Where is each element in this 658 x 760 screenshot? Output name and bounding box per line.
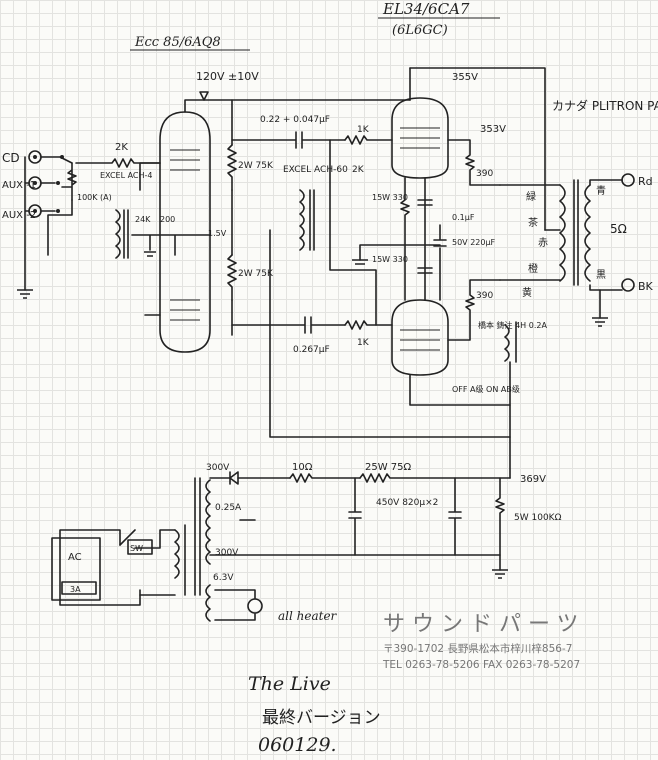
wire-green-label: 緑 <box>526 190 536 203</box>
aux2-label: AUX -2 <box>2 210 36 221</box>
screen-r-upper-label: 390 <box>476 169 493 179</box>
heater-note: all heater <box>278 609 338 623</box>
driver-stage: 120V ±10V 2W 75K 2W 75K EXCEL ACH-4 24K … <box>100 70 411 353</box>
terminal-black-label: BK <box>638 280 654 293</box>
footer-subtitle: 最終バージョン <box>262 708 381 728</box>
b-plus-label: 355V <box>452 72 478 83</box>
company-address: 〒390-1702 長野県松本市梓川梓856-7 <box>383 643 573 655</box>
bleeder-label: 5W 100KΩ <box>514 513 562 523</box>
output-tube-lower <box>391 299 449 376</box>
grid-stop-upper-label: 1K <box>357 125 370 135</box>
coupling-cap-upper-label: 0.22 + 0.047μF <box>260 115 330 125</box>
grid-transformer-label: EXCEL ACH-60 <box>283 165 348 175</box>
bias-resistor-label: 200 <box>160 215 175 224</box>
cd-label: CD <box>2 151 20 165</box>
grid-resistor-label: 24K <box>135 215 151 224</box>
impedance-label: 5Ω <box>610 222 627 236</box>
driver-load-upper: 2W 75K <box>238 161 274 171</box>
footer-date: 060129. <box>258 734 337 756</box>
heater-voltage-label: 6.3V <box>213 573 234 583</box>
ht-current-label: 0.25A <box>215 503 242 513</box>
cathode-voltage-label: 1.5V <box>208 229 227 238</box>
volume-pot-label: 100K (A) <box>77 193 112 202</box>
driver-load-lower: 2W 75K <box>238 269 274 279</box>
cap-a-label: 0.1μF <box>452 213 475 222</box>
bias-switch-label: OFF A级 ON AB级 <box>452 384 520 394</box>
screen-r-lower-label: 390 <box>476 291 493 301</box>
speaker-terminal-red <box>621 173 635 187</box>
filter-caps-label: 450V 820μ×2 <box>376 498 438 508</box>
company-phone: TEL 0263-78-5206 FAX 0263-78-5207 <box>383 659 581 671</box>
output-tube-label: EL34/6CA7 <box>382 0 470 18</box>
coupling-section: 0.22 + 0.047μF 1K 0.267μF 1K EXCEL ACH-6… <box>231 115 393 355</box>
v-out-label: 369V <box>520 474 546 485</box>
input-tube-label: Ecc 85/6AQ8 <box>134 35 221 50</box>
output-tube-upper <box>391 97 449 179</box>
series-2k-label: 2K <box>115 142 128 153</box>
switch-label: SW <box>130 544 143 553</box>
output-transformer: カナダ PLITRON PAT 4002 緑 茶 赤 橙 黄 青 黒 5Ω Rd… <box>499 98 658 327</box>
company-stamp: サウンドパーツ 〒390-1702 長野県松本市梓川梓856-7 TEL 026… <box>383 606 633 671</box>
ht-voltage-label: 300V <box>206 463 230 473</box>
phase-transformer-label: EXCEL ACH-4 <box>100 171 153 180</box>
wire-blue-label: 青 <box>596 184 606 197</box>
terminal-red-label: Rd <box>638 175 653 188</box>
output-tr-label: カナダ PLITRON PAT 4002 <box>552 98 658 113</box>
choke-label: 橋本 鋳注 4H 0.2A <box>478 320 547 330</box>
cathode-r-lower-label: 15W 330 <box>372 255 408 264</box>
wire-yellow-label: 黄 <box>522 286 532 299</box>
r1-label: 10Ω <box>292 462 313 473</box>
grid-leak-upper-label: 2K <box>352 165 365 175</box>
aux1-label: AUX -1 <box>2 180 36 191</box>
ht-voltage2-label: 300V <box>215 548 239 558</box>
coupling-cap-lower-label: 0.267μF <box>293 345 330 355</box>
power-supply: 300V 0.25A 300V 10Ω 25W 75Ω 369V 450V 82… <box>51 229 562 623</box>
r2-label: 25W 75Ω <box>365 462 412 473</box>
fuse <box>61 581 97 595</box>
output-tube-alt-label: (6L6GC) <box>392 23 448 38</box>
wire-red-label: 赤 <box>538 237 548 249</box>
speaker-terminal-black <box>621 278 635 292</box>
fuse-label: 3A <box>70 585 81 594</box>
driver-tube <box>159 111 211 353</box>
cap-b-label: 50V 220μF <box>452 238 496 247</box>
output-stage: 355V 353V 390 390 15W 330 15W 330 0.1μF … <box>352 67 547 406</box>
heater-lamp <box>247 598 263 614</box>
plate-voltage-label: 353V <box>480 124 506 135</box>
power-switch <box>127 539 153 555</box>
wire-brown-label: 茶 <box>528 216 538 229</box>
input-section: CD AUX -1 AUX -2 100K (A) 2K <box>2 142 161 299</box>
ac-inlet <box>51 537 101 601</box>
wire-black-label: 黒 <box>596 269 606 281</box>
wire-orange-label: 橙 <box>528 262 538 275</box>
company-name: サウンドパーツ <box>383 612 586 637</box>
footer-title: The Live <box>248 673 331 695</box>
cathode-r-upper-label: 15W 330 <box>372 193 408 202</box>
ac-label: AC <box>68 552 82 563</box>
driver-plate-voltage: 120V ±10V <box>196 70 259 83</box>
grid-stop-lower-label: 1K <box>357 338 370 348</box>
